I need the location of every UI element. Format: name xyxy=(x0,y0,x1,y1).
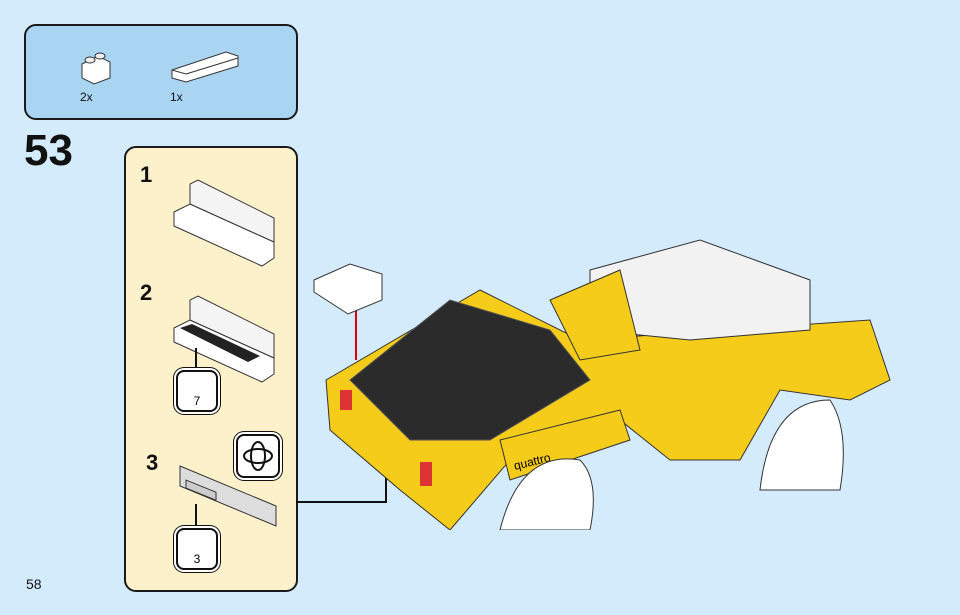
page-number: 58 xyxy=(26,576,42,592)
panel-part-with-sticker xyxy=(173,295,275,383)
substep-number: 2 xyxy=(140,280,153,305)
sticker-number: 7 xyxy=(193,394,201,408)
slope-brick-part xyxy=(81,52,111,85)
substep-number: 1 xyxy=(140,162,153,187)
substep-number: 3 xyxy=(146,450,159,475)
step-number: 53 xyxy=(24,126,73,175)
sticker-badge: 7 xyxy=(176,370,218,412)
rotate-icon xyxy=(236,434,280,478)
substep-box: 1 2 7 3 3 xyxy=(124,146,298,592)
parts-list-box: 2x 1x xyxy=(24,24,298,120)
part-qty: 2x xyxy=(80,90,93,104)
panel-part xyxy=(171,51,239,83)
panel-part xyxy=(173,179,275,267)
panel-part-with-plate-sticker xyxy=(179,465,277,527)
part-qty: 1x xyxy=(170,90,183,104)
car-model-illustration: quattro xyxy=(296,239,891,530)
sticker-number: 3 xyxy=(193,552,201,566)
sticker-badge: 3 xyxy=(176,528,218,570)
